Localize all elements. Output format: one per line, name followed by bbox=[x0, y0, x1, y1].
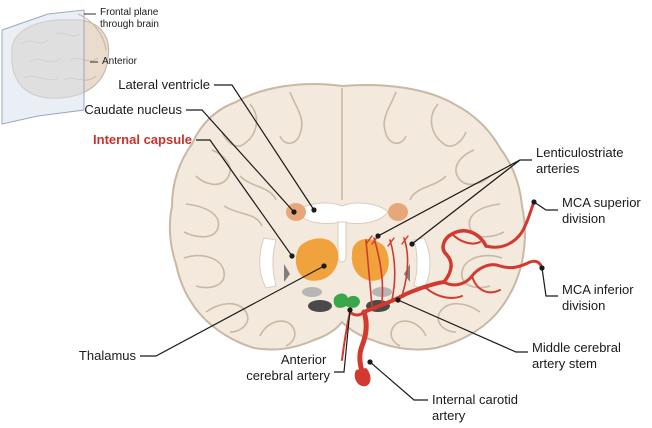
leader-lateral-ventricle bbox=[214, 84, 315, 211]
label-internal-carotid-artery: Internal carotid artery bbox=[432, 392, 522, 423]
leader-dot-internal-carotid bbox=[367, 359, 373, 365]
leader-dot-anterior-cerebral-artery bbox=[347, 307, 353, 313]
label-internal-capsule: Internal capsule bbox=[93, 132, 192, 147]
label-anterior: Anterior bbox=[102, 56, 138, 67]
leader-internal-capsule bbox=[196, 139, 293, 257]
label-anterior-cerebral-artery: Anterior cerebral artery bbox=[246, 352, 330, 383]
leader-thalamus bbox=[140, 265, 325, 357]
leader-mca-stem bbox=[397, 299, 528, 353]
internal-carotid-bulb bbox=[354, 368, 371, 387]
gray-structure-left-1 bbox=[302, 287, 322, 297]
claustrum-left bbox=[284, 264, 290, 282]
leader-dot-lenticulostriate-2 bbox=[409, 241, 415, 247]
leader-dot-lateral-ventricle bbox=[311, 207, 317, 213]
leader-dot-caudate-nucleus bbox=[291, 209, 297, 215]
frontal-plane bbox=[1, 9, 85, 125]
label-lenticulostriate-arteries: Lenticulostriate arteries bbox=[536, 145, 627, 176]
leader-dot-internal-capsule bbox=[289, 253, 295, 259]
caudate-nucleus-right bbox=[388, 203, 408, 221]
leader-lenticulostriate-2 bbox=[411, 159, 521, 245]
label-mca-superior-division: MCA superior division bbox=[562, 195, 644, 226]
insula-right bbox=[413, 237, 431, 289]
gray-structure-left-2 bbox=[308, 300, 332, 312]
lentiform-nucleus-right bbox=[351, 239, 389, 281]
leader-mca-inferior bbox=[541, 267, 558, 297]
leader-dot-mca-stem bbox=[395, 297, 401, 303]
insula-left bbox=[259, 237, 277, 289]
label-frontal-plane: Frontal plane through brain bbox=[100, 7, 161, 30]
label-caudate-nucleus: Caudate nucleus bbox=[84, 102, 182, 117]
leader-dot-mca-inferior bbox=[539, 265, 545, 271]
third-ventricle bbox=[337, 221, 347, 263]
lateral-ventricle bbox=[295, 202, 389, 225]
leader-internal-carotid bbox=[369, 361, 428, 401]
lentiform-nucleus-left bbox=[295, 238, 339, 281]
internal-carotid-trunk bbox=[357, 309, 369, 381]
leader-dot-lenticulostriate-1 bbox=[375, 233, 381, 239]
label-middle-cerebral-artery-stem: Middle cerebral artery stem bbox=[532, 340, 625, 371]
leader-lines bbox=[140, 84, 558, 401]
leader-caudate-nucleus bbox=[186, 109, 295, 213]
leader-dot-thalamus bbox=[321, 263, 327, 269]
arteries bbox=[341, 200, 544, 387]
leader-mca-superior bbox=[533, 201, 558, 211]
green-structure bbox=[333, 293, 360, 308]
label-thalamus: Thalamus bbox=[79, 348, 137, 363]
sulci bbox=[183, 88, 505, 347]
label-lateral-ventricle: Lateral ventricle bbox=[118, 77, 210, 92]
label-mca-inferior-division: MCA inferior division bbox=[562, 282, 637, 313]
coronal-section bbox=[168, 83, 544, 387]
leader-anterior-cerebral-artery bbox=[334, 309, 351, 373]
leader-dot-mca-superior bbox=[531, 199, 537, 205]
inset-brain-illustration bbox=[1, 9, 110, 125]
